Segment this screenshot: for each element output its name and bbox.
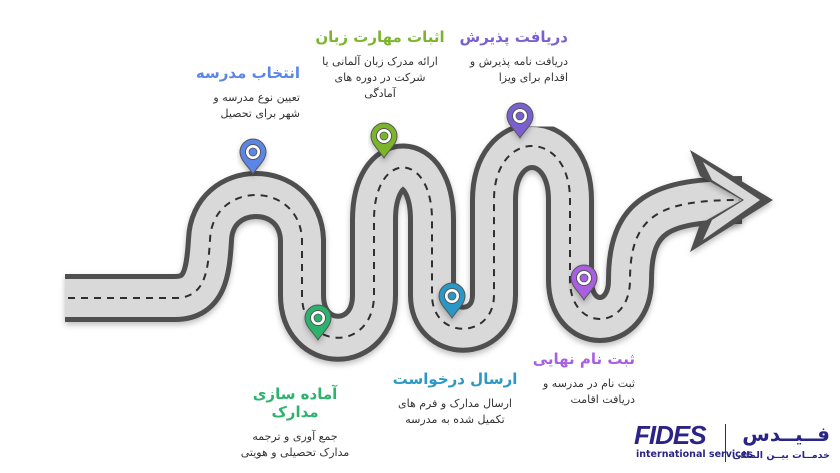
step-choose-school: انتخاب مدرسه تعیین نوع مدرسه و شهر برای … [150,64,300,122]
road-center-line [68,145,741,339]
step-description: ثبت نام در مدرسه و دریافت اقامت [542,377,635,406]
pin-language-proof-icon [370,122,398,159]
fides-logo: FIDES international services فــیــدس خد… [634,420,834,466]
pin-final-registration-icon [570,264,598,301]
step-description: ارائه مدرک زبان آلمانی یا شرکت در دوره ه… [322,55,438,100]
step-title: انتخاب مدرسه [195,64,300,82]
step-description: ارسال مدارک و فرم های تکمیل شده به مدرسه [397,397,512,426]
step-title: ثبت نام نهایی [532,350,635,368]
logo-divider [725,424,726,462]
step-title: ارسال درخواست [392,370,518,388]
step-title: اثبات مهارت زبان [315,28,445,46]
step-description: جمع آوری و ترجمه مدارک تحصیلی و هویتی [240,430,350,459]
road-arrow-head-inner [703,162,760,240]
logo-persian: فــیــدس [742,422,830,446]
step-title: آماده سازی مدارک [252,385,338,421]
step-description: تعیین نوع مدرسه و شهر برای تحصیل [213,91,300,120]
step-description: دریافت نامه پذیرش و اقدام برای ویزا [469,55,568,84]
logo-latin-subtitle: international services [636,449,753,460]
pin-prepare-documents-icon [304,304,332,341]
logo-persian-subtitle: خدمــات بیــن المللی [732,450,831,461]
step-prepare-documents: آماده سازی مدارک جمع آوری و ترجمه مدارک … [215,385,375,461]
logo-latin: FIDES [634,420,707,450]
step-final-registration: ثبت نام نهایی ثبت نام در مدرسه و دریافت … [475,350,635,408]
step-language-proof: اثبات مهارت زبان ارائه مدرک زبان آلمانی … [300,28,460,102]
step-submit-application: ارسال درخواست ارسال مدارک و فرم های تکمی… [370,370,540,428]
step-receive-admission: دریافت پذیرش دریافت نامه پذیرش و اقدام ب… [420,28,568,86]
pin-submit-application-icon [438,282,466,319]
step-title: دریافت پذیرش [459,28,568,46]
pin-receive-admission-icon [506,102,534,139]
road-surface [65,127,743,357]
pin-choose-school-icon [239,138,267,175]
